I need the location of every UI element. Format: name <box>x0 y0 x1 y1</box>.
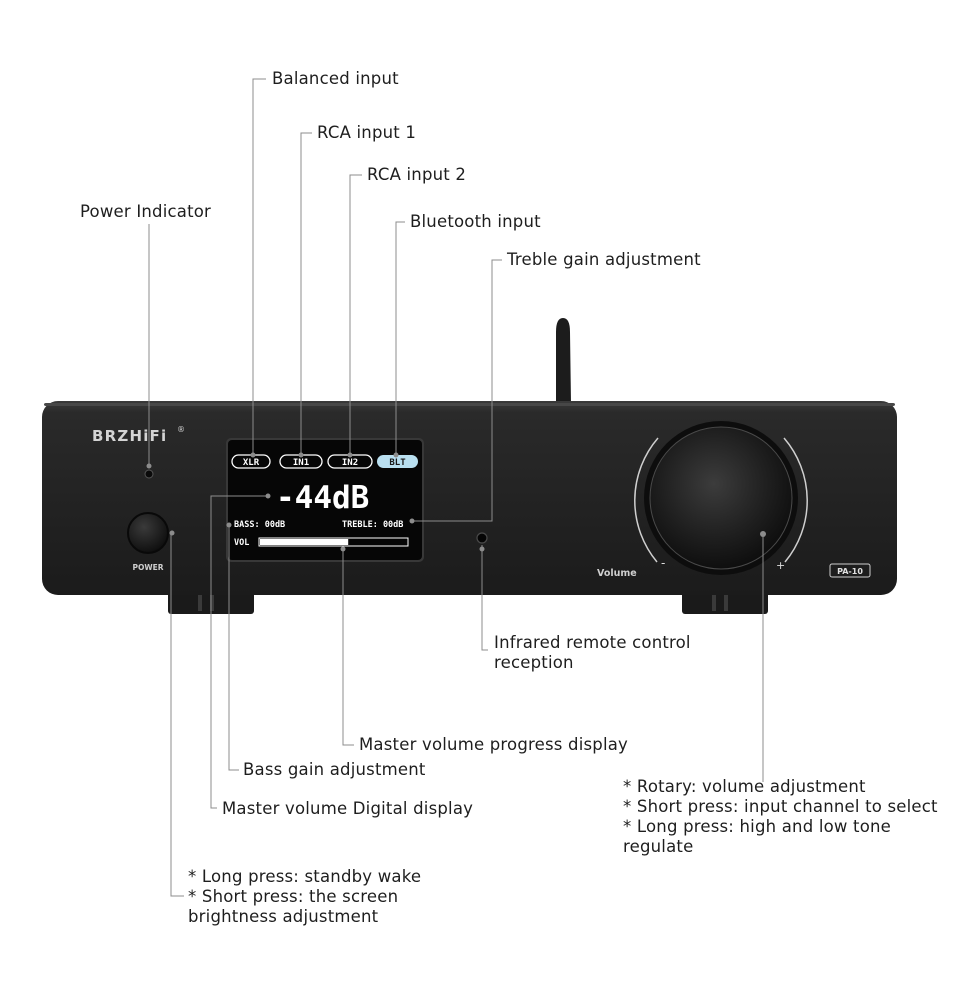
volume-readout: -44dB <box>276 480 369 516</box>
label-bluetooth-input: Bluetooth input <box>410 212 541 231</box>
power-indicator-led <box>144 469 154 479</box>
leader-digital <box>210 495 266 809</box>
svg-text:IN1: IN1 <box>293 458 309 468</box>
leader-rca2 <box>349 174 362 455</box>
leader-infrared <box>481 545 488 651</box>
power-label: POWER <box>132 563 163 572</box>
leader-progress <box>342 549 354 746</box>
volume-knob[interactable] <box>650 427 792 569</box>
power-button[interactable] <box>127 512 169 554</box>
svg-text:BLT: BLT <box>389 458 406 468</box>
leader-bluetooth <box>395 221 405 455</box>
svg-text:XLR: XLR <box>243 458 260 468</box>
leader-treble <box>412 259 502 522</box>
input-tab-blt-active: BLT <box>377 455 418 468</box>
registered-mark: ® <box>177 425 185 434</box>
model-label: PA-10 <box>837 567 863 576</box>
display-screen <box>228 440 422 560</box>
leader-rca1 <box>300 132 312 455</box>
label-volume-progress: Master volume progress display <box>359 735 629 754</box>
label-knob-functions: * Rotary: volume adjustment * Short pres… <box>623 777 938 856</box>
brand-logo: BRZHiFi <box>92 427 167 445</box>
knob-minus-label: - <box>661 556 665 570</box>
model-badge <box>829 563 871 578</box>
label-balanced-input: Balanced input <box>272 69 399 88</box>
label-rca-input-2: RCA input 2 <box>367 165 467 184</box>
leader-balanced <box>252 78 266 455</box>
label-digital-display: Master volume Digital display <box>222 799 474 818</box>
knob-scale-right <box>783 437 808 563</box>
label-bass-gain: Bass gain adjustment <box>243 760 426 779</box>
label-power-button-functions: * Long press: standby wake * Short press… <box>188 867 422 926</box>
vol-label: VOL <box>234 538 249 548</box>
treble-readout: TREBLE: 00dB <box>342 520 403 530</box>
volume-progress-track <box>258 537 409 547</box>
label-rca-input-1: RCA input 1 <box>317 123 417 142</box>
leader-power-button <box>170 533 184 897</box>
label-treble-gain: Treble gain adjustment <box>507 250 701 269</box>
volume-progress-fill <box>260 539 349 545</box>
bass-readout: BASS: 00dB <box>234 520 285 530</box>
leader-bass <box>228 525 239 771</box>
svg-text:IN2: IN2 <box>342 458 358 468</box>
knob-scale-left <box>634 437 659 563</box>
ir-receiver <box>476 532 488 544</box>
knob-plus-label: + <box>776 559 785 572</box>
bluetooth-antenna <box>556 318 571 404</box>
label-infrared: Infrared remote control reception <box>494 633 691 672</box>
label-power-indicator: Power Indicator <box>80 202 212 221</box>
volume-label: Volume <box>597 568 637 579</box>
